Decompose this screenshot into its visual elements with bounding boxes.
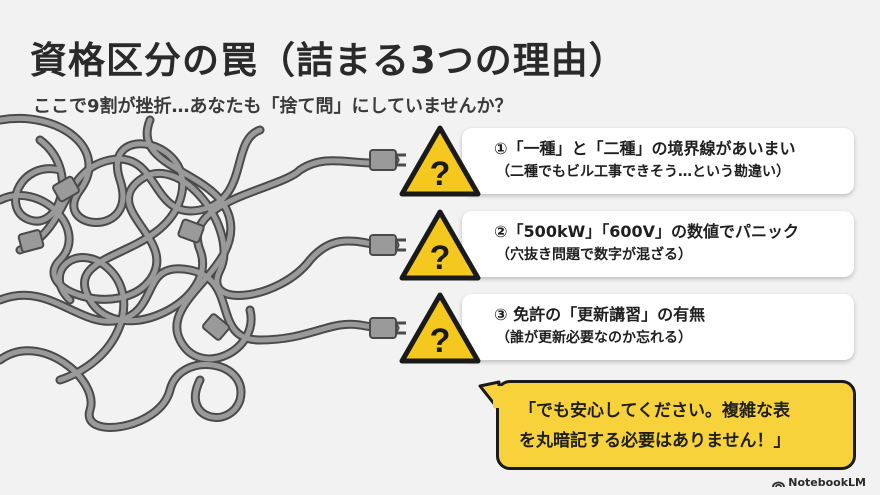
- question-mark: ?: [430, 155, 451, 193]
- brand-label: NotebookLM: [788, 476, 866, 489]
- warning-triangle-icon: ?: [399, 292, 481, 364]
- question-mark: ?: [430, 322, 451, 360]
- warning-triangle-icon: ?: [399, 209, 481, 281]
- callout-line-1: 「でも安心してください。複雑な表: [519, 401, 790, 421]
- reason-main-text: ①「一種」と「二種」の境界線があいまい: [494, 139, 796, 158]
- page-title: 資格区分の罠（詰まる3つの理由）: [30, 39, 627, 82]
- callout-line-2: を丸暗記する必要はありません！」: [519, 431, 791, 451]
- plug-icon: [369, 149, 406, 171]
- reason-main-text: ②「500kW」「600V」の数値でパニック: [494, 222, 800, 241]
- reason-card-1: ①「一種」と「二種」の境界線があいまい （二種でもビル工事できそう…という勘違い…: [462, 128, 854, 194]
- reason-sub-text: （誰が更新必要なのか忘れる）: [496, 330, 692, 346]
- notebooklm-logo-icon: [772, 481, 786, 487]
- plug-icon: [52, 175, 80, 203]
- page-subtitle: ここで9割が挫折…あなたも「捨て問」にしていませんか？: [33, 96, 513, 117]
- brand-watermark: NotebookLM: [772, 476, 866, 489]
- reason-card-2: ②「500kW」「600V」の数値でパニック （穴抜き問題で数字が混ざる）: [462, 211, 854, 277]
- plug-icon: [177, 218, 205, 244]
- warning-triangle-icon: ?: [399, 125, 481, 197]
- speech-bubble-tail-cover: [493, 386, 503, 408]
- reason-card-3: ③ 免許の「更新講習」の有無 （誰が更新必要なのか忘れる）: [462, 294, 854, 360]
- plug-icon: [17, 229, 45, 253]
- reason-sub-text: （二種でもビル工事できそう…という勘違い）: [496, 164, 790, 180]
- reason-main-text: ③ 免許の「更新講習」の有無: [494, 305, 706, 324]
- plug-icon: [369, 317, 406, 339]
- reassurance-callout: 「でも安心してください。複雑な表 を丸暗記する必要はありません！」: [496, 380, 856, 470]
- question-mark: ?: [430, 239, 451, 277]
- plug-icon: [369, 234, 406, 256]
- plug-icon: [202, 313, 230, 341]
- reason-sub-text: （穴抜き問題で数字が混ざる）: [496, 247, 692, 263]
